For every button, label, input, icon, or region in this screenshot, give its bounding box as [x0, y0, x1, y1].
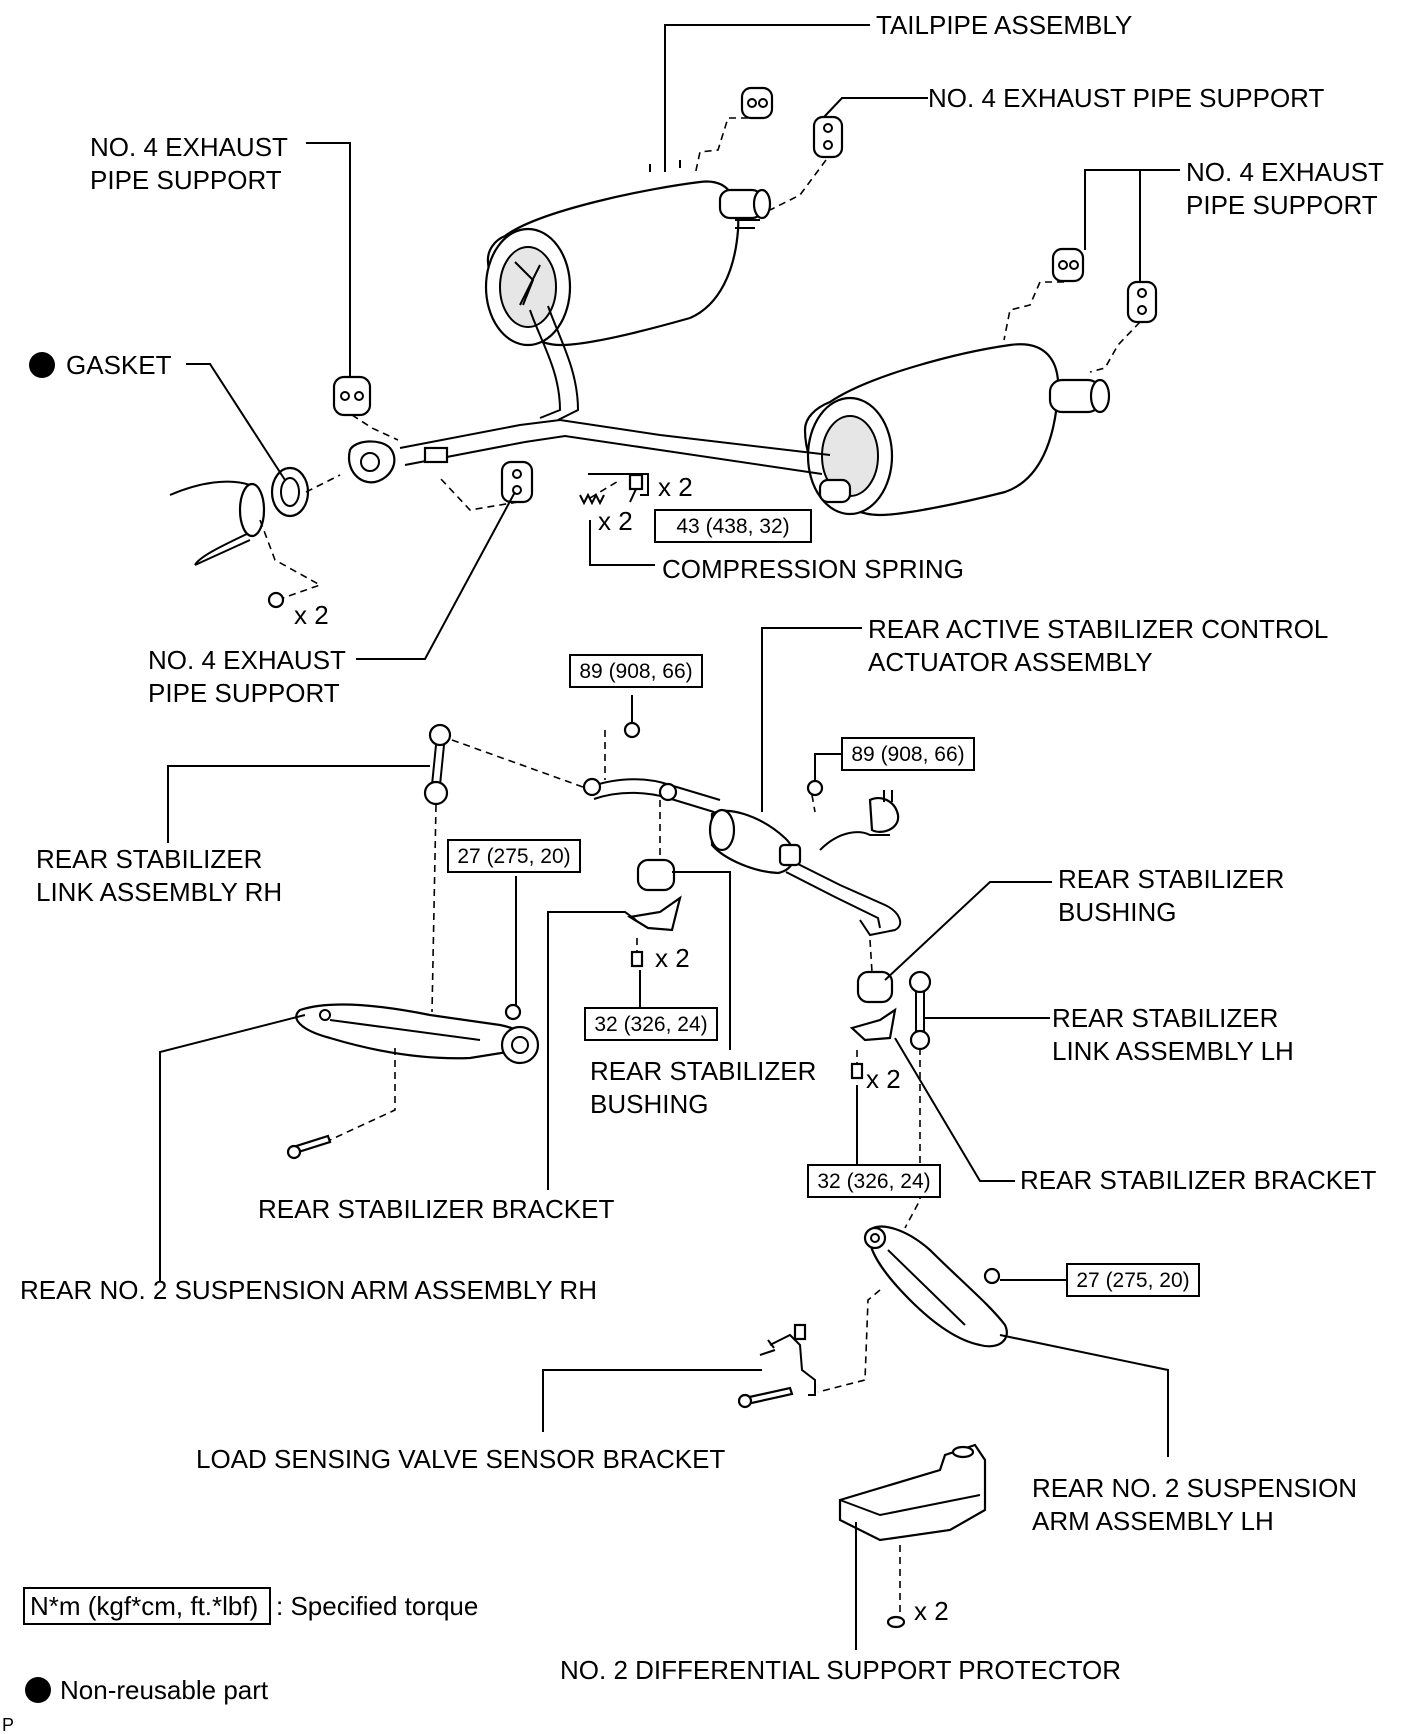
legend-nonreusable: Non-reusable part: [25, 1675, 269, 1705]
svg-text:27 (275, 20): 27 (275, 20): [1076, 1269, 1189, 1292]
svg-text:27 (275, 20): 27 (275, 20): [457, 845, 570, 868]
label-qty-bracket-left: x 2: [655, 943, 690, 973]
support-right-1: [1051, 247, 1085, 283]
label-gasket: GASKET: [66, 350, 172, 380]
svg-text:32 (326, 24): 32 (326, 24): [817, 1170, 930, 1193]
label-support-right-2: PIPE SUPPORT: [1186, 190, 1378, 220]
stabilizer-actuator: [708, 790, 900, 875]
label-bracket-right: REAR STABILIZER BRACKET: [1020, 1165, 1376, 1195]
bushing-center-part: [636, 858, 676, 892]
link-rh-part: [423, 723, 452, 806]
label-support-top-right: NO. 4 EXHAUST PIPE SUPPORT: [928, 83, 1324, 113]
bushing-right-part: [856, 970, 894, 1004]
label-bushing-right-1: REAR STABILIZER: [1058, 864, 1284, 894]
corner-code: P: [2, 1715, 14, 1734]
actuator-nut-right: [806, 779, 824, 797]
label-link-lh-2: LINK ASSEMBLY LH: [1052, 1036, 1294, 1066]
support-left: [332, 375, 372, 417]
label-support-left-1: NO. 4 EXHAUST: [90, 132, 288, 162]
label-tailpipe-assembly: TAILPIPE ASSEMBLY: [876, 10, 1132, 40]
stabilizer-bar: [582, 777, 902, 937]
label-arm-lh-1: REAR NO. 2 SUSPENSION: [1032, 1473, 1357, 1503]
protector-nut: [886, 1615, 906, 1629]
arm-rh-nut: [504, 1003, 522, 1021]
label-link-rh-2: LINK ASSEMBLY RH: [36, 877, 282, 907]
label-qty-bracket-right: x 2: [866, 1064, 901, 1094]
link-lh-part: [908, 970, 932, 1051]
torque-box-arm-lh: 27 (275, 20): [1066, 1263, 1200, 1297]
label-qty-bolt: x 2: [658, 472, 693, 502]
tailpipe-muffler-upper: [484, 160, 772, 347]
gasket-nut: [267, 591, 285, 609]
label-actuator-1: REAR ACTIVE STABILIZER CONTROL: [868, 614, 1328, 644]
torque-box-bracket-right: 32 (326, 24): [807, 1164, 941, 1198]
label-arm-rh: REAR NO. 2 SUSPENSION ARM ASSEMBLY RH: [20, 1275, 597, 1305]
protector-part: [838, 1443, 987, 1542]
bracket-left-bolt: [630, 950, 644, 968]
svg-text:Non-reusable part: Non-reusable part: [60, 1675, 269, 1705]
torque-box-arm-rh: 27 (275, 20): [447, 839, 581, 873]
load-sensing-bracket-part: [759, 1323, 816, 1396]
suspension-arm-lh-part: [863, 1225, 1008, 1348]
arm-rh-bolt: [286, 1134, 332, 1160]
svg-text:89 (908, 66): 89 (908, 66): [851, 743, 964, 766]
svg-text:N*m (kgf*cm, ft.*lbf): N*m (kgf*cm, ft.*lbf): [30, 1591, 258, 1621]
torque-box-actuator-right: 89 (908, 66): [841, 737, 975, 771]
bracket-right-part: [849, 1007, 897, 1042]
label-link-lh-1: REAR STABILIZER: [1052, 1003, 1278, 1033]
svg-text:32 (326, 24): 32 (326, 24): [594, 1013, 707, 1036]
label-support-left-2: PIPE SUPPORT: [90, 165, 282, 195]
label-actuator-2: ACTUATOR ASSEMBLY: [868, 647, 1153, 677]
suspension-arm-rh-part: [295, 1003, 540, 1065]
label-link-rh-1: REAR STABILIZER: [36, 844, 262, 874]
nonreusable-icon-gasket: [29, 352, 55, 378]
support-top-2: [812, 115, 844, 159]
legend-torque: N*m (kgf*cm, ft.*lbf) : Specified torque: [23, 1587, 478, 1625]
label-bushing-center-1: REAR STABILIZER: [590, 1056, 816, 1086]
svg-text:89 (908, 66): 89 (908, 66): [579, 660, 692, 683]
label-bushing-right-2: BUSHING: [1058, 897, 1176, 927]
nonreusable-icon-legend: [25, 1677, 51, 1703]
load-sensing-bolt: [737, 1386, 794, 1409]
exhaust-bolt: [628, 473, 644, 503]
label-qty-protector: x 2: [914, 1596, 949, 1626]
label-bushing-center-2: BUSHING: [590, 1089, 708, 1119]
label-support-lower-1: NO. 4 EXHAUST: [148, 645, 346, 675]
front-pipe: [169, 480, 266, 566]
bracket-left-part: [626, 895, 682, 932]
label-support-right-1: NO. 4 EXHAUST: [1186, 157, 1384, 187]
label-compression-spring: COMPRESSION SPRING: [662, 554, 964, 584]
actuator-nut-left: [623, 721, 641, 739]
label-load-sensing-bracket: LOAD SENSING VALVE SENSOR BRACKET: [196, 1444, 725, 1474]
bracket-right-bolt: [850, 1062, 864, 1080]
exhaust-pipe: [347, 305, 831, 484]
torque-box-bracket-left: 32 (326, 24): [584, 1007, 718, 1041]
support-top-1: [740, 86, 774, 120]
svg-text:: Specified torque: : Specified torque: [276, 1591, 478, 1621]
svg-text:43 (438, 32): 43 (438, 32): [676, 515, 789, 538]
label-qty-spring: x 2: [598, 506, 633, 536]
support-lower: [500, 460, 534, 504]
gasket-part: [270, 466, 310, 518]
torque-box-actuator-left: 89 (908, 66): [569, 654, 703, 688]
compression-spring-part: [579, 492, 605, 506]
torque-box-exhaust: 43 (438, 32): [654, 509, 812, 543]
label-protector: NO. 2 DIFFERENTIAL SUPPORT PROTECTOR: [560, 1655, 1121, 1685]
label-arm-lh-2: ARM ASSEMBLY LH: [1032, 1506, 1274, 1536]
support-right-2: [1126, 280, 1158, 324]
label-qty-nut-gasket: x 2: [294, 600, 329, 630]
tailpipe-muffler-lower: [803, 343, 1111, 517]
arm-lh-nut: [983, 1267, 1001, 1285]
label-bracket-left: REAR STABILIZER BRACKET: [258, 1194, 614, 1224]
label-support-lower-2: PIPE SUPPORT: [148, 678, 340, 708]
